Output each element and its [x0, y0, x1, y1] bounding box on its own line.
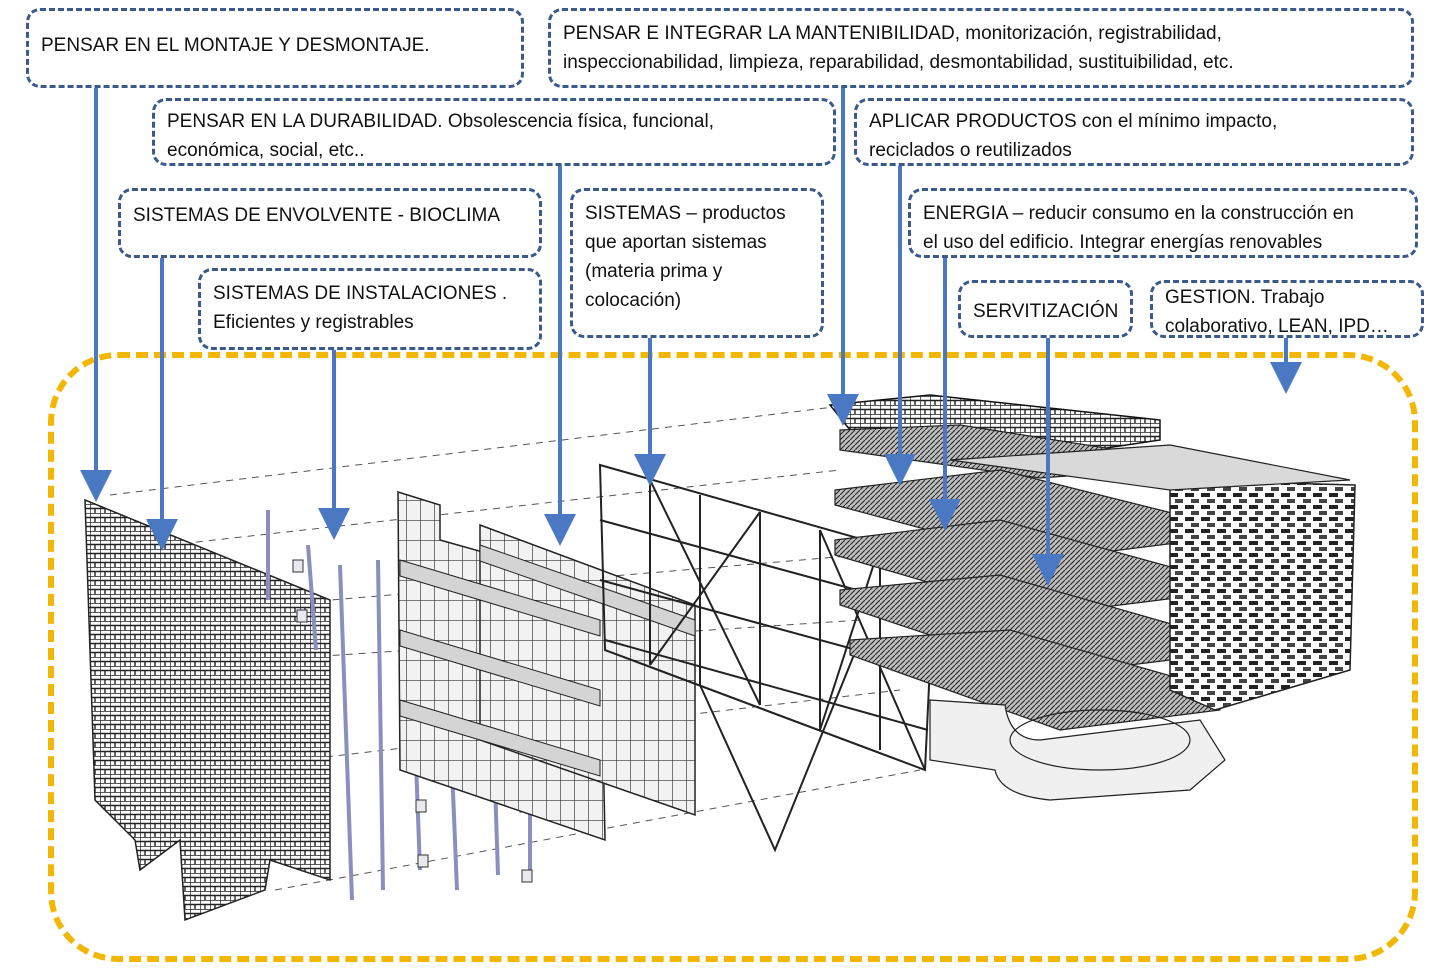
building-envelope-block — [1169, 479, 1356, 711]
label-energia: ENERGIA – reducir consumo en la construc… — [908, 188, 1418, 258]
podium-ring — [1009, 709, 1191, 771]
label-gestion: GESTION. Trabajo colaborativo, LEAN, IPD… — [1150, 280, 1424, 338]
label-servitizacion: SERVITIZACIÓN — [958, 280, 1133, 338]
label-productos: APLICAR PRODUCTOS con el mínimo impacto,… — [854, 98, 1414, 166]
label-sistemas: SISTEMAS – productos que aportan sistema… — [570, 188, 824, 338]
envelope-mesh-layer — [84, 498, 331, 922]
label-instalaciones: SISTEMAS DE INSTALACIONES . Eficientes y… — [198, 268, 542, 350]
label-montaje: PENSAR EN EL MONTAJE Y DESMONTAJE. — [26, 8, 524, 88]
panel-bands — [399, 544, 696, 777]
label-durabilidad: PENSAR EN LA DURABILIDAD. Obsolescencia … — [152, 98, 836, 166]
process-frame — [48, 352, 1418, 962]
label-envolvente: SISTEMAS DE ENVOLVENTE - BIOCLIMA — [118, 188, 542, 258]
podium-base — [929, 699, 1226, 801]
floor-slab-4 — [849, 629, 1221, 731]
label-mantenibilidad: PENSAR E INTEGRAR LA MANTENIBILIDAD, mon… — [548, 8, 1414, 88]
structural-frame-layer — [598, 463, 937, 853]
